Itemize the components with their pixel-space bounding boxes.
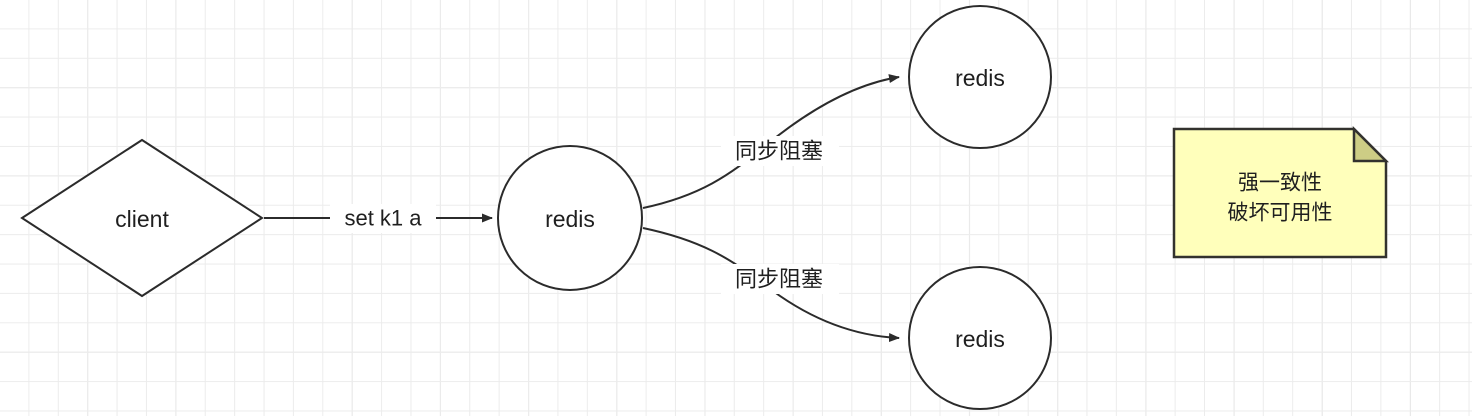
sticky-note-line-1: 强一致性 bbox=[1238, 172, 1322, 195]
redis-replica-1-label: redis bbox=[955, 65, 1005, 91]
node-redis-replica-2[interactable]: redis bbox=[908, 266, 1052, 410]
redis-replica-2-circle-shape bbox=[908, 266, 1052, 410]
edge-label-bg-client-to-master bbox=[330, 204, 436, 233]
node-redis-master[interactable]: redis bbox=[497, 145, 643, 291]
redis-master-label: redis bbox=[545, 206, 595, 232]
sticky-note-consistency[interactable]: 强一致性 破坏可用性 bbox=[1172, 125, 1390, 259]
edge-label-bg-master-to-replica-2 bbox=[721, 264, 839, 294]
client-diamond-shape bbox=[20, 138, 264, 298]
sticky-note-line-2: 破坏可用性 bbox=[1228, 202, 1333, 225]
edge-label-client-to-master: set k1 a bbox=[344, 206, 422, 231]
edge-master-to-replica-1: 同步阻塞 bbox=[642, 74, 900, 209]
edge-label-bg-master-to-replica-1 bbox=[721, 136, 839, 166]
sticky-note-fold-corner-icon bbox=[1352, 125, 1390, 163]
redis-replica-2-label: redis bbox=[955, 326, 1005, 352]
redis-master-circle-shape bbox=[497, 145, 643, 291]
edge-label-master-to-replica-1: 同步阻塞 bbox=[735, 139, 823, 164]
node-client[interactable]: client bbox=[20, 138, 264, 298]
node-redis-replica-1[interactable]: redis bbox=[908, 5, 1052, 149]
sticky-note-body bbox=[1172, 127, 1388, 259]
edge-label-master-to-replica-2: 同步阻塞 bbox=[735, 267, 823, 292]
client-label: client bbox=[115, 206, 169, 232]
redis-replica-1-circle-shape bbox=[908, 5, 1052, 149]
edge-master-to-replica-2: 同步阻塞 bbox=[642, 227, 900, 343]
edge-client-to-master: set k1 a bbox=[264, 204, 493, 233]
